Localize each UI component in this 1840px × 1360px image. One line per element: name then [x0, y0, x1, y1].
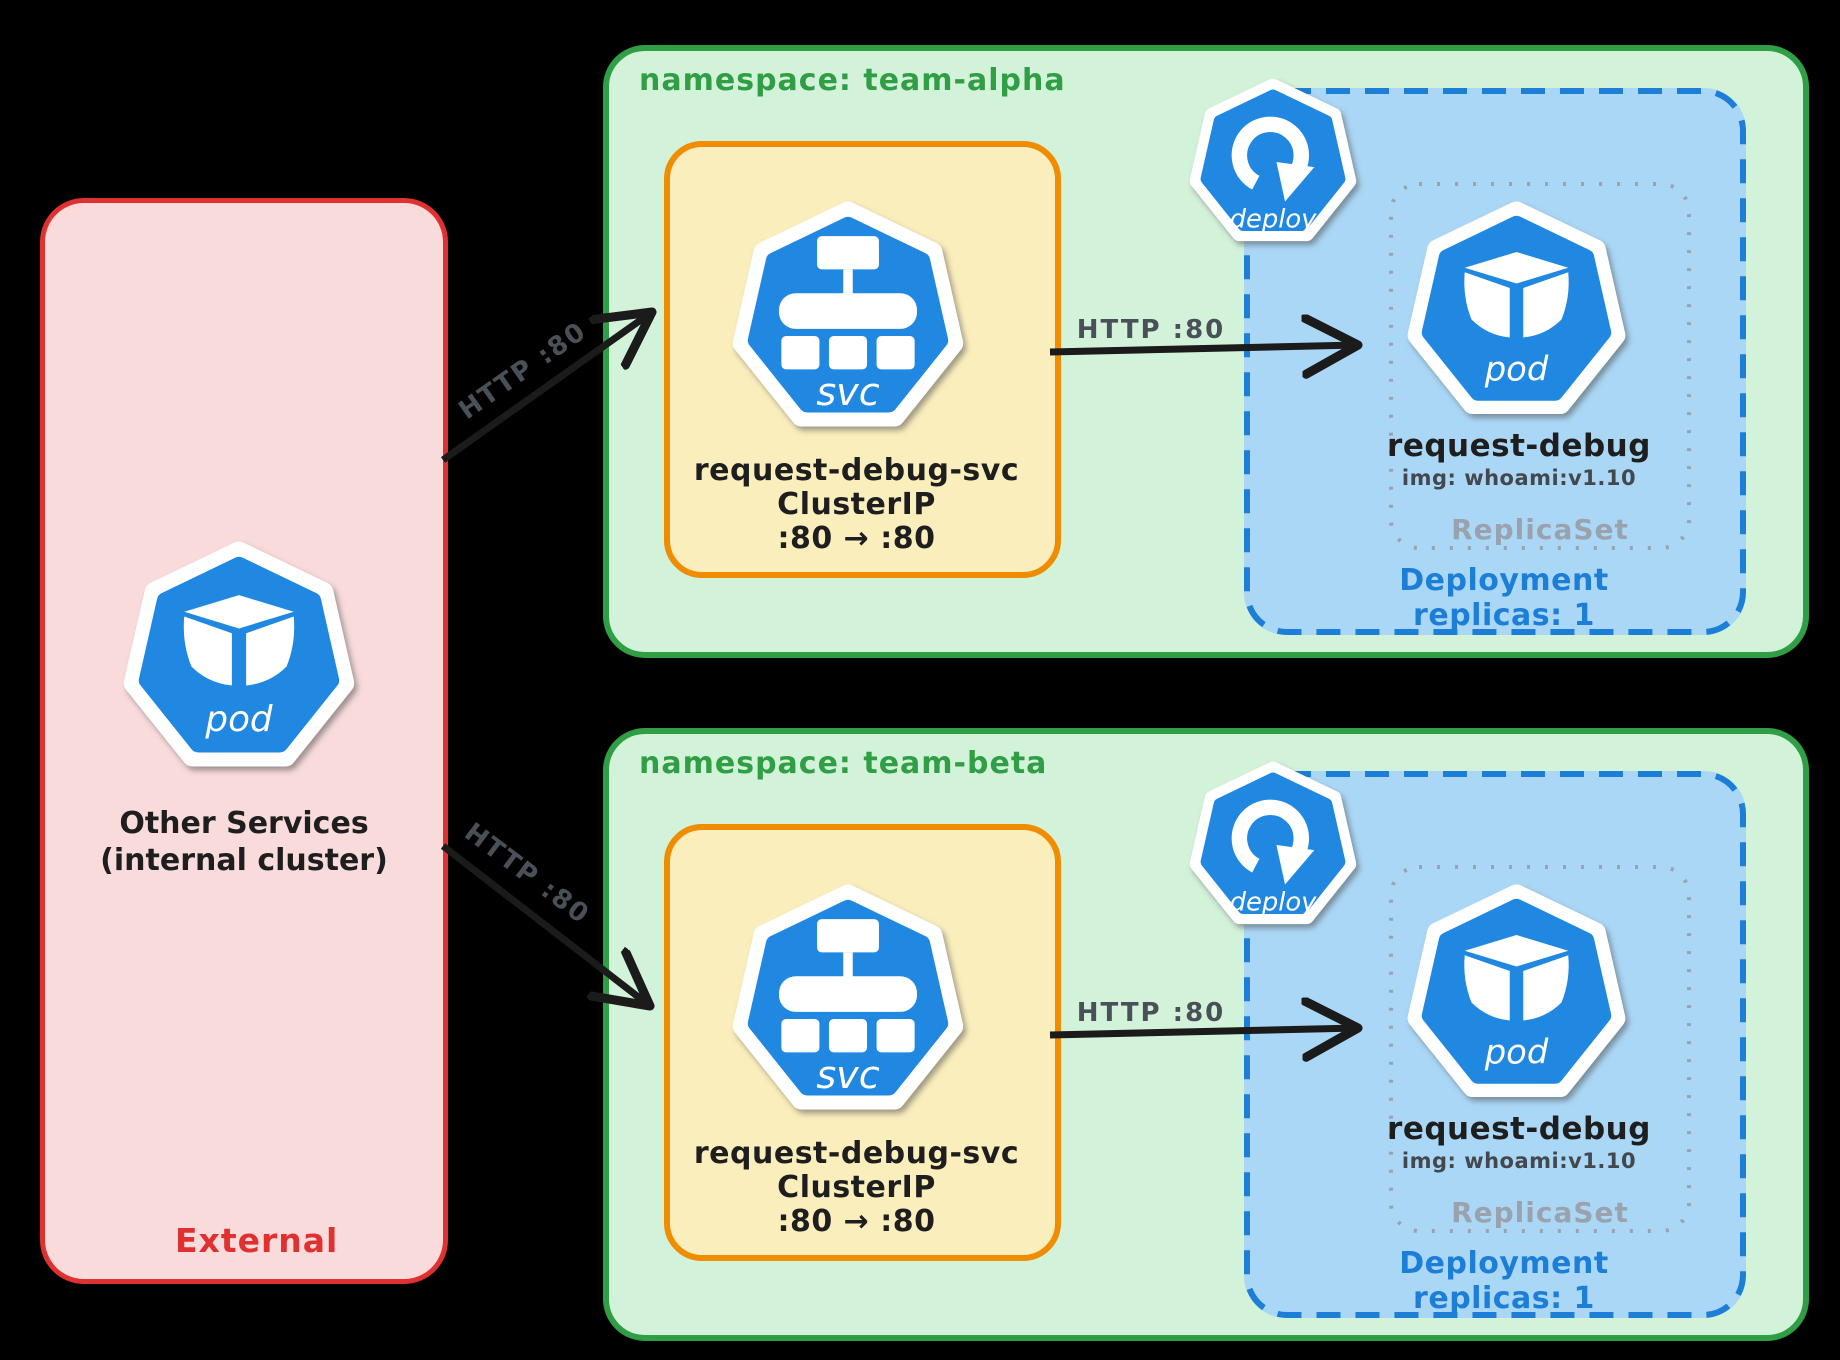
http-arrow-label: HTTP :80 — [1076, 315, 1226, 345]
replicaset-label: ReplicaSet — [1451, 513, 1629, 546]
pod-icon: pod — [123, 541, 355, 767]
service-kind: ClusterIP — [777, 487, 936, 522]
http-arrow-label: HTTP :80 — [458, 817, 596, 931]
external-label: External — [175, 1221, 339, 1260]
replicaset-dotted-border — [1389, 865, 1691, 1233]
replicas-label: replicas: 1 — [1413, 1281, 1595, 1316]
replicaset-dotted-border — [1389, 182, 1691, 550]
deployment-label: Deployment — [1399, 563, 1609, 598]
service-name: request-debug-svc — [693, 1136, 1020, 1171]
service-icon-label: svc — [816, 1053, 879, 1097]
namespace-box-team-beta: namespace: team-beta svc request-debug-s… — [603, 728, 1809, 1341]
http-arrow-label: HTTP :80 — [1076, 998, 1226, 1028]
replicaset-box — [1389, 865, 1691, 1233]
pod-name: request-debug — [1387, 428, 1651, 464]
service-text: request-debug-svc ClusterIP :80 → :80 — [664, 1137, 1049, 1239]
service-text: request-debug-svc ClusterIP :80 → :80 — [664, 454, 1049, 556]
service-kind: ClusterIP — [777, 1170, 936, 1205]
pod-icon: pod — [1407, 884, 1626, 1097]
service-ports: :80 → :80 — [777, 1204, 936, 1239]
deploy-icon: deploy — [1189, 78, 1357, 242]
service-icon-label: svc — [816, 370, 879, 414]
namespace-title: namespace: team-beta — [639, 746, 1048, 781]
deploy-icon-label: deploy — [1230, 204, 1318, 234]
pod-image: img: whoami:v1.10 — [1401, 1149, 1637, 1173]
pod-icon: pod — [1407, 201, 1626, 414]
deploy-icon: deploy — [1189, 761, 1357, 925]
http-arrow-label: HTTP :80 — [453, 316, 593, 426]
deployment-dashed-border — [1244, 88, 1746, 635]
pod-name: request-debug — [1387, 1111, 1651, 1147]
deployment-dashed-border — [1244, 771, 1746, 1318]
pod-icon-label: pod — [1484, 1032, 1549, 1071]
replicas-label: replicas: 1 — [1413, 598, 1595, 633]
deploy-icon-label: deploy — [1230, 887, 1318, 917]
external-title-line2: (internal cluster) — [100, 843, 388, 878]
service-icon: svc — [732, 201, 964, 427]
replicaset-label: ReplicaSet — [1451, 1196, 1629, 1229]
replicaset-box — [1389, 182, 1691, 550]
namespace-box-team-alpha: namespace: team-alpha svc request-debug-… — [603, 45, 1809, 658]
external-title-line1: Other Services — [119, 806, 369, 841]
pod-icon-label: pod — [1484, 349, 1549, 388]
service-icon: svc — [732, 884, 964, 1110]
pod-icon-label: pod — [204, 699, 272, 740]
namespace-title: namespace: team-alpha — [639, 63, 1066, 98]
service-name: request-debug-svc — [693, 453, 1020, 488]
pod-image: img: whoami:v1.10 — [1401, 466, 1637, 490]
service-ports: :80 → :80 — [777, 521, 936, 556]
external-box: pod Other Services (internal cluster) Ex… — [40, 198, 448, 1284]
deployment-label: Deployment — [1399, 1246, 1609, 1281]
external-title: Other Services (internal cluster) — [45, 805, 443, 879]
